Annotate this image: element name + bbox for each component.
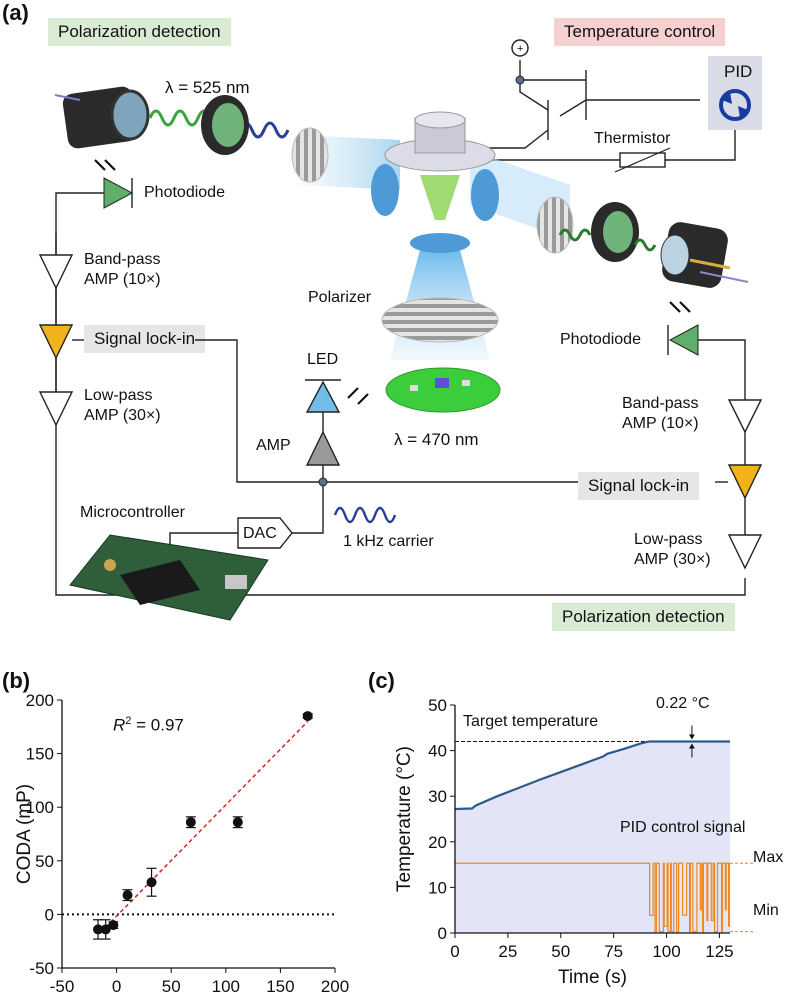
bandpass-right-line2: AMP (10×) bbox=[622, 415, 699, 432]
max-label: Max bbox=[753, 849, 784, 866]
photodiode-left-label: Photodiode bbox=[144, 184, 225, 201]
data-point bbox=[122, 890, 133, 901]
data-point bbox=[93, 924, 104, 935]
data-point bbox=[185, 817, 196, 828]
x-tick-label: 150 bbox=[266, 977, 294, 996]
y-tick-label: 150 bbox=[26, 745, 54, 764]
x-tick-label: 75 bbox=[604, 942, 623, 961]
polarization-detection-tag-top: Polarization detection bbox=[48, 18, 231, 46]
bandpass-left-line2: AMP (10×) bbox=[84, 271, 161, 288]
x-tick-label: -50 bbox=[50, 977, 75, 996]
x-tick-label: 100 bbox=[212, 977, 240, 996]
wavelength-525-label: λ = 525 nm bbox=[165, 78, 250, 97]
led-label: LED bbox=[307, 351, 339, 368]
lowpass-right-line1: Low-pass bbox=[634, 531, 703, 548]
pid-signal-label: PID control signal bbox=[620, 819, 746, 836]
photodiode-right-label: Photodiode bbox=[560, 331, 641, 348]
lowpass-right-line2: AMP (30×) bbox=[634, 551, 711, 568]
data-point bbox=[146, 877, 157, 888]
target-temperature-label: Target temperature bbox=[463, 713, 599, 730]
delta-label: 0.22 °C bbox=[656, 695, 710, 712]
y-tick-label: 50 bbox=[35, 852, 54, 871]
temperature-control-tag: Temperature control bbox=[554, 18, 726, 46]
x-tick-label: 125 bbox=[705, 942, 733, 961]
delta-arrowhead-up bbox=[688, 743, 695, 749]
microcontroller-label: Microcontroller bbox=[80, 504, 185, 521]
signal-lockin-left: Signal lock-in bbox=[84, 325, 206, 353]
lowpass-left-line2: AMP (30×) bbox=[84, 407, 161, 424]
lowpass-left-line1: Low-pass bbox=[84, 387, 153, 404]
y-tick-label: 0 bbox=[438, 924, 447, 943]
data-point bbox=[232, 817, 243, 828]
carrier-label: 1 kHz carrier bbox=[343, 533, 434, 550]
y-tick-label: 0 bbox=[45, 905, 54, 924]
y-tick-label: 20 bbox=[428, 833, 447, 852]
y-tick-label: 200 bbox=[26, 691, 54, 710]
x-axis-title: Time (s) bbox=[558, 967, 627, 988]
delta-arrowhead-down bbox=[688, 734, 695, 740]
data-point bbox=[302, 711, 313, 722]
y-axis-title: Temperature (°C) bbox=[394, 746, 415, 892]
temperature-line bbox=[454, 740, 730, 811]
x-tick-label: 25 bbox=[498, 942, 517, 961]
polarization-detection-tag-bottom: Polarization detection bbox=[552, 603, 735, 631]
signal-lockin-right: Signal lock-in bbox=[578, 472, 700, 500]
plus-terminal-label: + bbox=[517, 43, 524, 55]
x-tick-label: 100 bbox=[652, 942, 680, 961]
polarizer-label: Polarizer bbox=[308, 289, 372, 306]
x-tick-label: 50 bbox=[551, 942, 570, 961]
min-label: Min bbox=[753, 902, 779, 919]
y-tick-label: -50 bbox=[29, 959, 54, 978]
amp-label: AMP bbox=[256, 437, 291, 454]
bandpass-left-line1: Band-pass bbox=[84, 251, 161, 268]
y-tick-label: 30 bbox=[428, 787, 447, 806]
y-tick-label: 50 bbox=[428, 696, 447, 715]
y-tick-label: 10 bbox=[428, 878, 447, 897]
r-squared-label: R2 = 0.97 bbox=[113, 715, 184, 735]
bandpass-right-line1: Band-pass bbox=[622, 395, 699, 412]
dac-label: DAC bbox=[243, 525, 277, 542]
x-tick-label: 200 bbox=[321, 977, 349, 996]
panel-a-label: (a) bbox=[2, 0, 29, 25]
wavelength-470-label: λ = 470 nm bbox=[394, 430, 479, 449]
x-tick-label: 50 bbox=[162, 977, 181, 996]
fit-line bbox=[105, 720, 309, 928]
y-axis-title: CODA (mP) bbox=[14, 784, 35, 884]
x-tick-label: 0 bbox=[112, 977, 121, 996]
thermistor-label: Thermistor bbox=[594, 130, 671, 147]
setup-diagram bbox=[38, 39, 763, 621]
panel-b-label: (b) bbox=[2, 668, 31, 693]
temperature-area bbox=[455, 741, 730, 933]
x-tick-label: 0 bbox=[450, 942, 459, 961]
data-point bbox=[108, 920, 119, 931]
data-point bbox=[100, 924, 111, 935]
y-tick-label: 100 bbox=[26, 798, 54, 817]
panel-c-label: (c) bbox=[368, 668, 395, 693]
pid-label: PID bbox=[724, 62, 753, 81]
y-tick-label: 40 bbox=[428, 742, 447, 761]
pid-signal-line bbox=[455, 862, 731, 933]
